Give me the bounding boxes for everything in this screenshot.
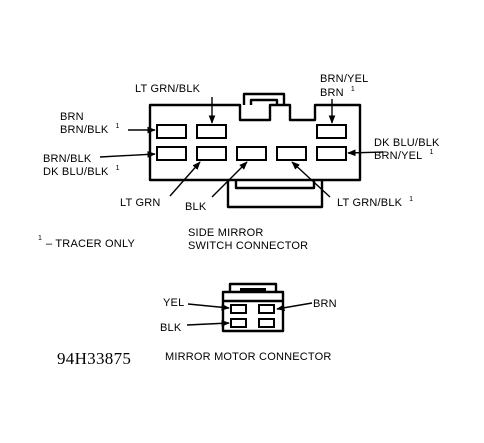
label-yel: YEL <box>163 297 184 309</box>
motor-terminal-slot <box>258 318 275 328</box>
motor-terminal-slot <box>230 304 247 314</box>
label-dk-blu-blk-left: DK BLU/BLK 1 <box>43 162 120 179</box>
switch-terminal-slot <box>196 124 227 139</box>
footnote-text: – TRACER ONLY <box>46 238 135 250</box>
label-brn-yel-right: BRN/YEL 1 <box>374 146 433 163</box>
leader-blk-motor <box>186 320 230 327</box>
label-blk: BLK <box>185 201 207 213</box>
switch-connector: LT GRN/BLK BRN/YEL BRN 1 BRN BRN/BLK 1 B… <box>43 73 440 252</box>
switch-connector-latch <box>242 92 286 105</box>
label-dk-blu-blk-right: DK BLU/BLK <box>374 137 440 149</box>
label-brn-blk-1: BRN/BLK 1 <box>60 120 119 137</box>
leader-brn <box>276 302 313 312</box>
switch-connector-body <box>148 103 362 182</box>
switch-terminal-slot <box>236 146 267 161</box>
motor-connector: YEL BRN BLK MIRROR MOTOR CONNECTOR <box>160 282 337 363</box>
switch-terminal-slot <box>316 146 347 161</box>
leader-dk-blu-blk-right <box>347 149 384 157</box>
switch-connector-title-line1: SIDE MIRROR <box>188 227 264 239</box>
leader-blk <box>211 161 248 198</box>
motor-connector-tab <box>228 282 278 291</box>
switch-terminal-slot <box>276 146 307 161</box>
switch-connector-lock <box>226 180 324 209</box>
leader-brn-blk-left <box>99 151 156 158</box>
leader-yel <box>187 303 230 311</box>
switch-connector-latch-inner <box>249 98 279 105</box>
switch-connector-title-line2: SWITCH CONNECTOR <box>188 240 308 252</box>
figure-code: 94H33875 <box>57 349 131 368</box>
switch-terminal-slot <box>156 146 187 161</box>
motor-terminal-slot <box>258 304 275 314</box>
leader-lt-grn-blk-bottom <box>291 161 331 198</box>
label-blk-motor: BLK <box>160 322 182 334</box>
leader-lt-grn <box>169 161 201 197</box>
footnote: 1 – TRACER ONLY <box>38 235 135 250</box>
label-brn-yel: BRN/YEL <box>320 73 368 85</box>
label-lt-grn-blk-bottom: LT GRN/BLK 1 <box>337 193 413 210</box>
motor-connector-latch <box>240 288 266 293</box>
label-brn-left: BRN <box>60 111 84 123</box>
motor-connector-title: MIRROR MOTOR CONNECTOR <box>165 351 332 363</box>
motor-connector-body <box>221 290 285 333</box>
switch-terminal-slot <box>316 124 347 139</box>
label-brn-motor: BRN <box>313 298 337 310</box>
label-lt-grn: LT GRN <box>120 197 161 209</box>
footnote-marker: 1 <box>38 235 42 242</box>
motor-terminal-slot <box>230 318 247 328</box>
label-lt-grn-blk-top: LT GRN/BLK <box>135 83 201 95</box>
switch-terminal-slot <box>196 146 227 161</box>
label-brn-blk-2: BRN/BLK <box>43 153 92 165</box>
switch-terminal-slot <box>156 124 187 139</box>
label-brn-right: BRN 1 <box>320 83 355 100</box>
switch-connector-lock-inner <box>234 180 316 190</box>
